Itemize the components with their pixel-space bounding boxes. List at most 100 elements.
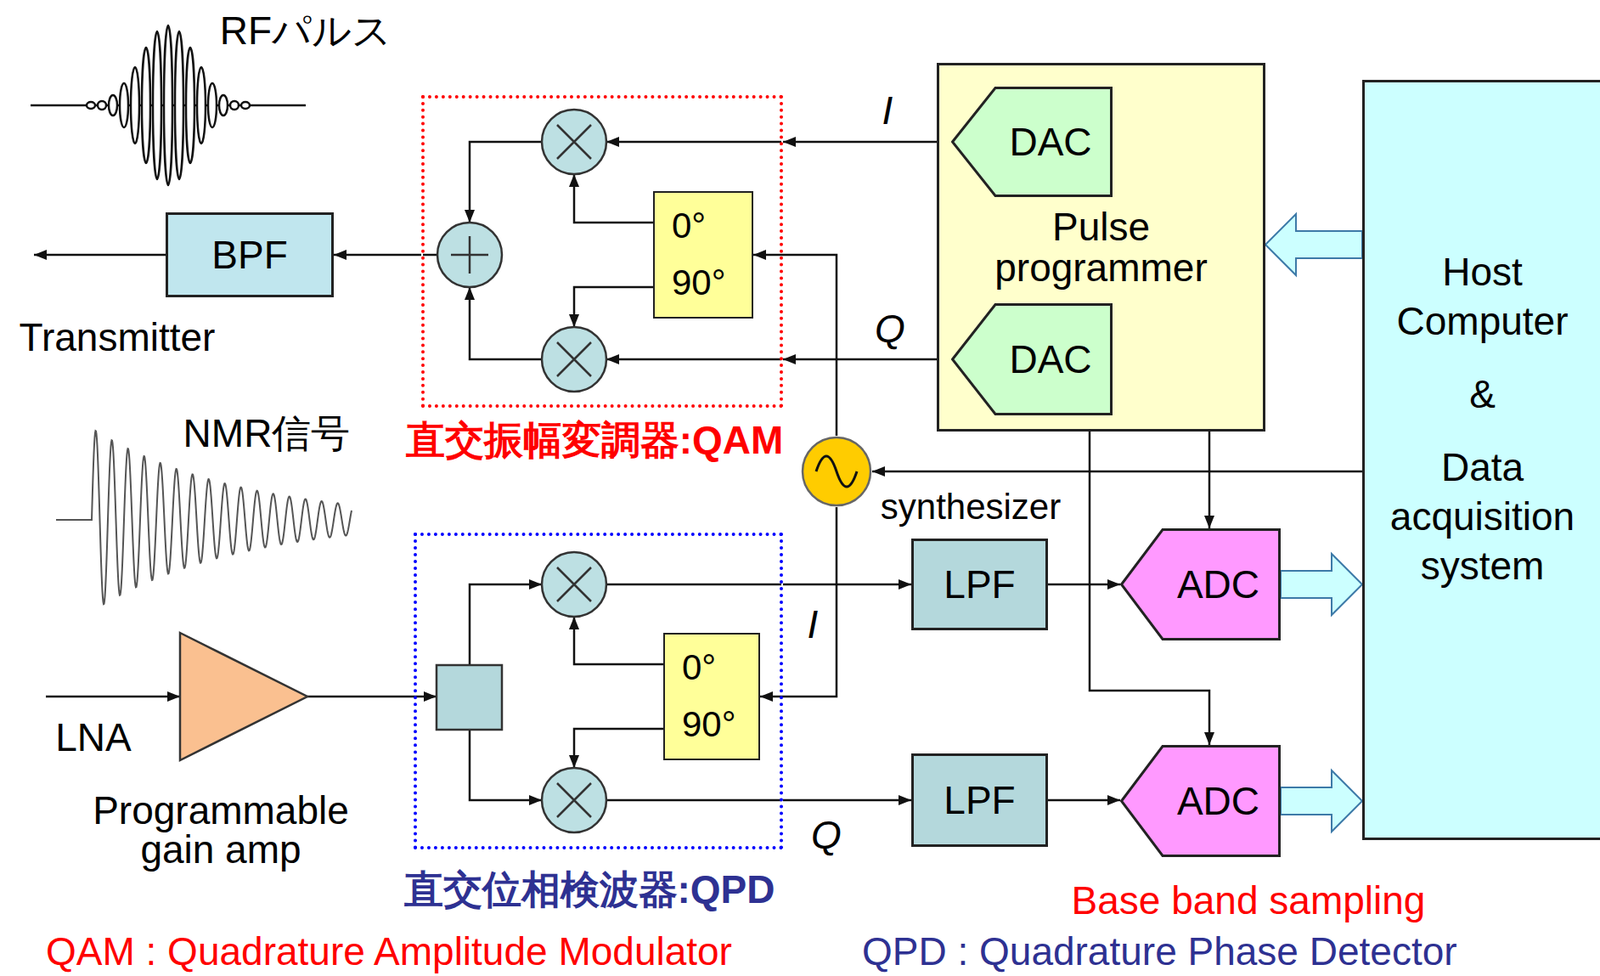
pulse-lobe bbox=[163, 25, 173, 186]
text-area: 0°90° bbox=[654, 192, 752, 317]
box-label: Pulse programmer bbox=[982, 206, 1221, 289]
filter-box: BPF bbox=[165, 212, 334, 298]
pulse-lobe bbox=[97, 101, 107, 110]
wire bbox=[574, 616, 664, 665]
mixer-cross bbox=[557, 567, 592, 602]
abbreviation-note: QAM : Quadrature Amplitude Modulator bbox=[45, 931, 733, 971]
box-label: BPF bbox=[211, 233, 288, 277]
box-label: Data acquisition system bbox=[1380, 442, 1585, 591]
connector bbox=[783, 583, 912, 586]
wire bbox=[606, 358, 782, 361]
detector-block: 直交位相検波器:QPD0°90° bbox=[413, 532, 784, 850]
pulse-lobe bbox=[152, 31, 162, 180]
filter-box: LPF bbox=[911, 538, 1048, 631]
splitter-symbol bbox=[436, 664, 502, 730]
box-label: DAC bbox=[1008, 120, 1092, 164]
sine-symbol bbox=[816, 456, 857, 487]
pulse-lobe bbox=[185, 47, 195, 164]
text-area: 0°90° bbox=[664, 634, 759, 759]
mixer-symbol bbox=[541, 767, 607, 833]
adc-block: ADC bbox=[1120, 528, 1281, 641]
amplifier-label: LNA bbox=[55, 717, 131, 757]
wire bbox=[469, 729, 542, 800]
wire bbox=[422, 253, 438, 257]
pulse-lobe bbox=[119, 83, 129, 128]
text-area: Host Computer&Data acquisition system bbox=[1364, 82, 1600, 838]
bus-arrow bbox=[1280, 770, 1363, 832]
wire bbox=[574, 174, 654, 223]
wire bbox=[606, 140, 782, 144]
adder-plus bbox=[450, 236, 489, 274]
phase-label: 0° bbox=[681, 647, 716, 688]
mixer-symbol bbox=[541, 552, 607, 617]
box-label: LPF bbox=[943, 778, 1015, 823]
signal-label: I bbox=[882, 90, 894, 130]
box-label: & bbox=[1469, 369, 1496, 419]
text-area: BPF bbox=[168, 214, 332, 295]
text-area: LPF bbox=[913, 540, 1046, 628]
block-shape bbox=[1121, 746, 1280, 857]
text-area: LPF bbox=[913, 755, 1046, 845]
dac-block: DAC bbox=[951, 303, 1113, 416]
adc-block: ADC bbox=[1120, 744, 1281, 857]
wire bbox=[574, 287, 654, 327]
connector bbox=[333, 253, 422, 257]
pulse-lobe bbox=[197, 67, 206, 144]
pulse-lobe bbox=[208, 83, 217, 128]
text-area: 直交位相検波器:QPD bbox=[404, 867, 776, 912]
wires bbox=[33, 141, 782, 800]
mixer-symbol bbox=[541, 109, 607, 175]
modulator-block: 直交振幅変調器:QAM0°90° bbox=[421, 95, 784, 408]
illustration-label: RFパルス bbox=[219, 11, 392, 51]
wire bbox=[45, 695, 181, 699]
box-label: DAC bbox=[1008, 338, 1092, 382]
connector bbox=[1047, 583, 1121, 586]
pulse-programmer: Pulse programmerDACDAC bbox=[936, 62, 1266, 432]
pulse-lobe bbox=[130, 67, 140, 144]
amplifier-label: Programmable gain amp bbox=[80, 790, 361, 869]
pulse-lobe bbox=[141, 47, 151, 164]
mixer-symbol bbox=[541, 326, 607, 392]
wire bbox=[606, 799, 782, 802]
amplifier-symbol bbox=[180, 632, 308, 761]
mixer-cross bbox=[557, 342, 592, 377]
wire bbox=[574, 728, 664, 768]
illustration-label: NMR信号 bbox=[183, 413, 351, 453]
pulse-lobe bbox=[108, 95, 118, 116]
wire bbox=[469, 584, 542, 665]
phase-shifter: 0°90° bbox=[653, 191, 754, 319]
wire bbox=[606, 583, 782, 586]
wire bbox=[469, 287, 542, 360]
adder-symbol bbox=[437, 222, 502, 288]
connector bbox=[1047, 799, 1121, 802]
synthesizer-outline bbox=[800, 435, 873, 508]
phase-label: 0° bbox=[671, 206, 706, 246]
connector bbox=[783, 140, 952, 144]
nmr-signal bbox=[56, 430, 352, 604]
block-shape bbox=[1121, 529, 1280, 640]
note: Base band sampling bbox=[1071, 880, 1426, 920]
text-area: DAC bbox=[951, 303, 1113, 416]
text-area: ADC bbox=[1120, 744, 1281, 857]
text-area: synthesizer bbox=[880, 487, 1061, 527]
bus-arrow bbox=[1265, 214, 1363, 276]
pulse-lobe bbox=[174, 31, 184, 180]
signal-label: I bbox=[807, 604, 819, 644]
pulse-lobe bbox=[86, 101, 96, 109]
mixer-cross bbox=[557, 783, 592, 817]
box-label: ADC bbox=[1177, 779, 1260, 823]
text-area: ADC bbox=[1120, 528, 1281, 641]
output-label: Transmitter bbox=[19, 317, 216, 357]
synthesizer-symbol: synthesizer bbox=[800, 435, 873, 508]
synthesizer-circle bbox=[802, 437, 871, 506]
block-shape bbox=[952, 88, 1112, 197]
wire bbox=[307, 695, 437, 699]
pulse-lobe bbox=[241, 101, 250, 109]
block-title: 直交位相検波器:QPD bbox=[404, 867, 776, 912]
phase-label: 90° bbox=[671, 263, 727, 303]
phase-label: 90° bbox=[681, 704, 737, 744]
host-computer: Host Computer&Data acquisition system bbox=[1362, 79, 1600, 840]
block-title: 直交振幅変調器:QAM bbox=[405, 418, 784, 462]
signal-label: Q bbox=[811, 815, 842, 855]
